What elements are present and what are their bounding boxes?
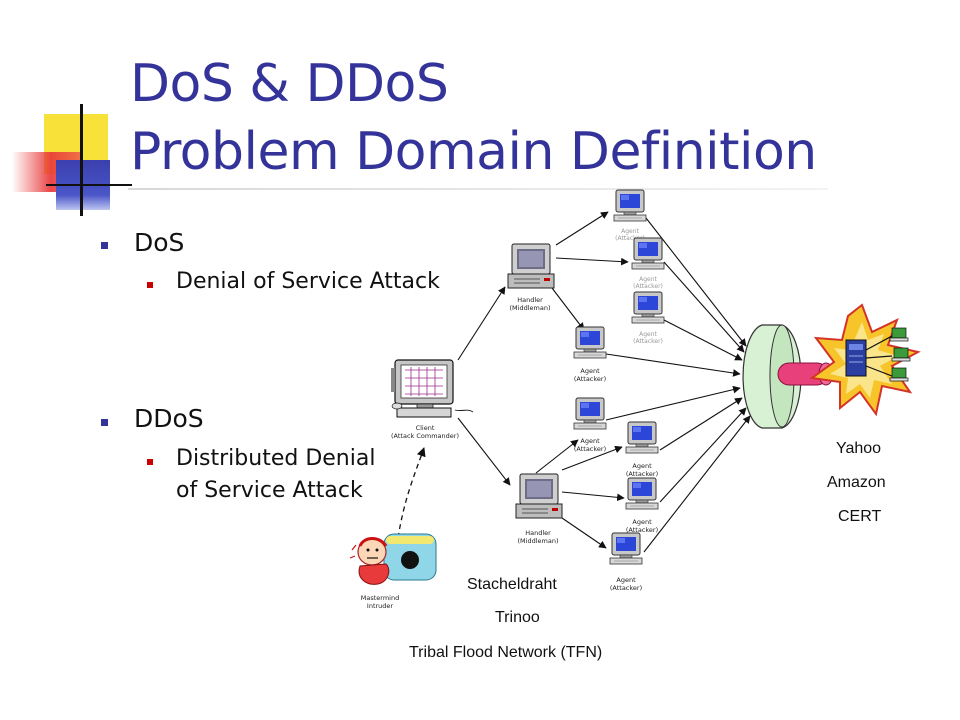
agent-label-line1: Agent	[632, 462, 652, 470]
agent-to-target-arrows	[605, 217, 751, 553]
client-label-line2: (Attack Commander)	[391, 432, 459, 440]
tool-tfn: Tribal Flood Network (TFN)	[409, 644, 603, 661]
intruder-label-line2: Intruder	[367, 602, 394, 610]
client-to-handler-arrows	[457, 286, 511, 486]
agent-computer-icon	[631, 237, 665, 270]
sub-bullet-ddos-definition-2: of Service Attack	[176, 478, 363, 503]
handler-bottom-label-line1: Handler	[525, 529, 551, 537]
agent-label-line1: Agent	[580, 437, 600, 445]
client-computer-icon	[391, 359, 474, 418]
sub-bullet-dos-definition: Denial of Service Attack	[176, 269, 440, 294]
title-line-2: Problem Domain Definition	[130, 122, 817, 182]
bullet-ddos: DDoS	[134, 404, 204, 433]
tool-stacheldraht: Stacheldraht	[467, 576, 557, 593]
slide-title: DoS & DDoS Problem Domain Definition	[130, 50, 817, 186]
agent-computer-icon	[625, 421, 659, 454]
target-server-icon	[845, 335, 893, 377]
sub-bullet-ddos-definition-1: Distributed Denial	[176, 446, 376, 471]
target-cert: CERT	[838, 508, 882, 525]
intruder-label-line1: Mastermind	[361, 594, 399, 602]
intruder-to-client-link	[397, 447, 426, 539]
agent-computer-icon	[631, 291, 665, 324]
sub-bullet-marker	[147, 459, 153, 465]
handler-server-icon	[507, 243, 555, 289]
agent-label-line2: (Attacker)	[574, 375, 606, 383]
agent-computer-icon	[609, 532, 643, 565]
agent-label-line2: (Attacker)	[633, 338, 663, 345]
agent-label-line2: (Attacker)	[626, 470, 658, 478]
client-label-line1: Client	[416, 424, 435, 432]
agent-computer-icon	[573, 397, 607, 430]
bullet-marker	[101, 242, 108, 249]
title-underline	[128, 188, 828, 190]
sub-bullet-marker	[147, 282, 153, 288]
agent-label-line1: Agent	[639, 276, 657, 283]
decor-horizontal-line	[46, 184, 132, 186]
agent-label-line2: (Attacker)	[615, 235, 645, 242]
agent-label-line2: (Attacker)	[626, 526, 658, 534]
agent-label-line1: Agent	[632, 518, 652, 526]
agent-label-line1: Agent	[639, 331, 657, 338]
handler-top-label-line2: (Middleman)	[510, 304, 551, 312]
handler-bottom-label-line2: (Middleman)	[518, 537, 559, 545]
agent-computer-icon	[573, 326, 607, 359]
bullet-dos: DoS	[134, 228, 185, 257]
agent-label-line1: Agent	[616, 576, 636, 584]
tool-trinoo: Trinoo	[495, 609, 540, 626]
agent-label-line2: (Attacker)	[574, 445, 606, 453]
title-line-1: DoS & DDoS	[130, 54, 449, 114]
decor-vertical-line	[80, 104, 83, 216]
bullet-marker	[101, 419, 108, 426]
target-amazon: Amazon	[827, 474, 886, 491]
mastermind-intruder-icon	[349, 533, 437, 585]
agent-label-line1: Agent	[580, 367, 600, 375]
agent-label-line1: Agent	[621, 228, 639, 235]
agent-computer-icon	[613, 189, 647, 222]
handler-server-icon	[515, 473, 563, 519]
agent-label-line2: (Attacker)	[633, 283, 663, 290]
target-client-icons	[889, 327, 911, 382]
agent-computer-icon	[625, 477, 659, 510]
target-yahoo: Yahoo	[836, 440, 882, 457]
handler-top-label-line1: Handler	[517, 296, 543, 304]
agent-label-line2: (Attacker)	[610, 584, 642, 592]
handler-to-agent-arrows	[535, 211, 629, 549]
